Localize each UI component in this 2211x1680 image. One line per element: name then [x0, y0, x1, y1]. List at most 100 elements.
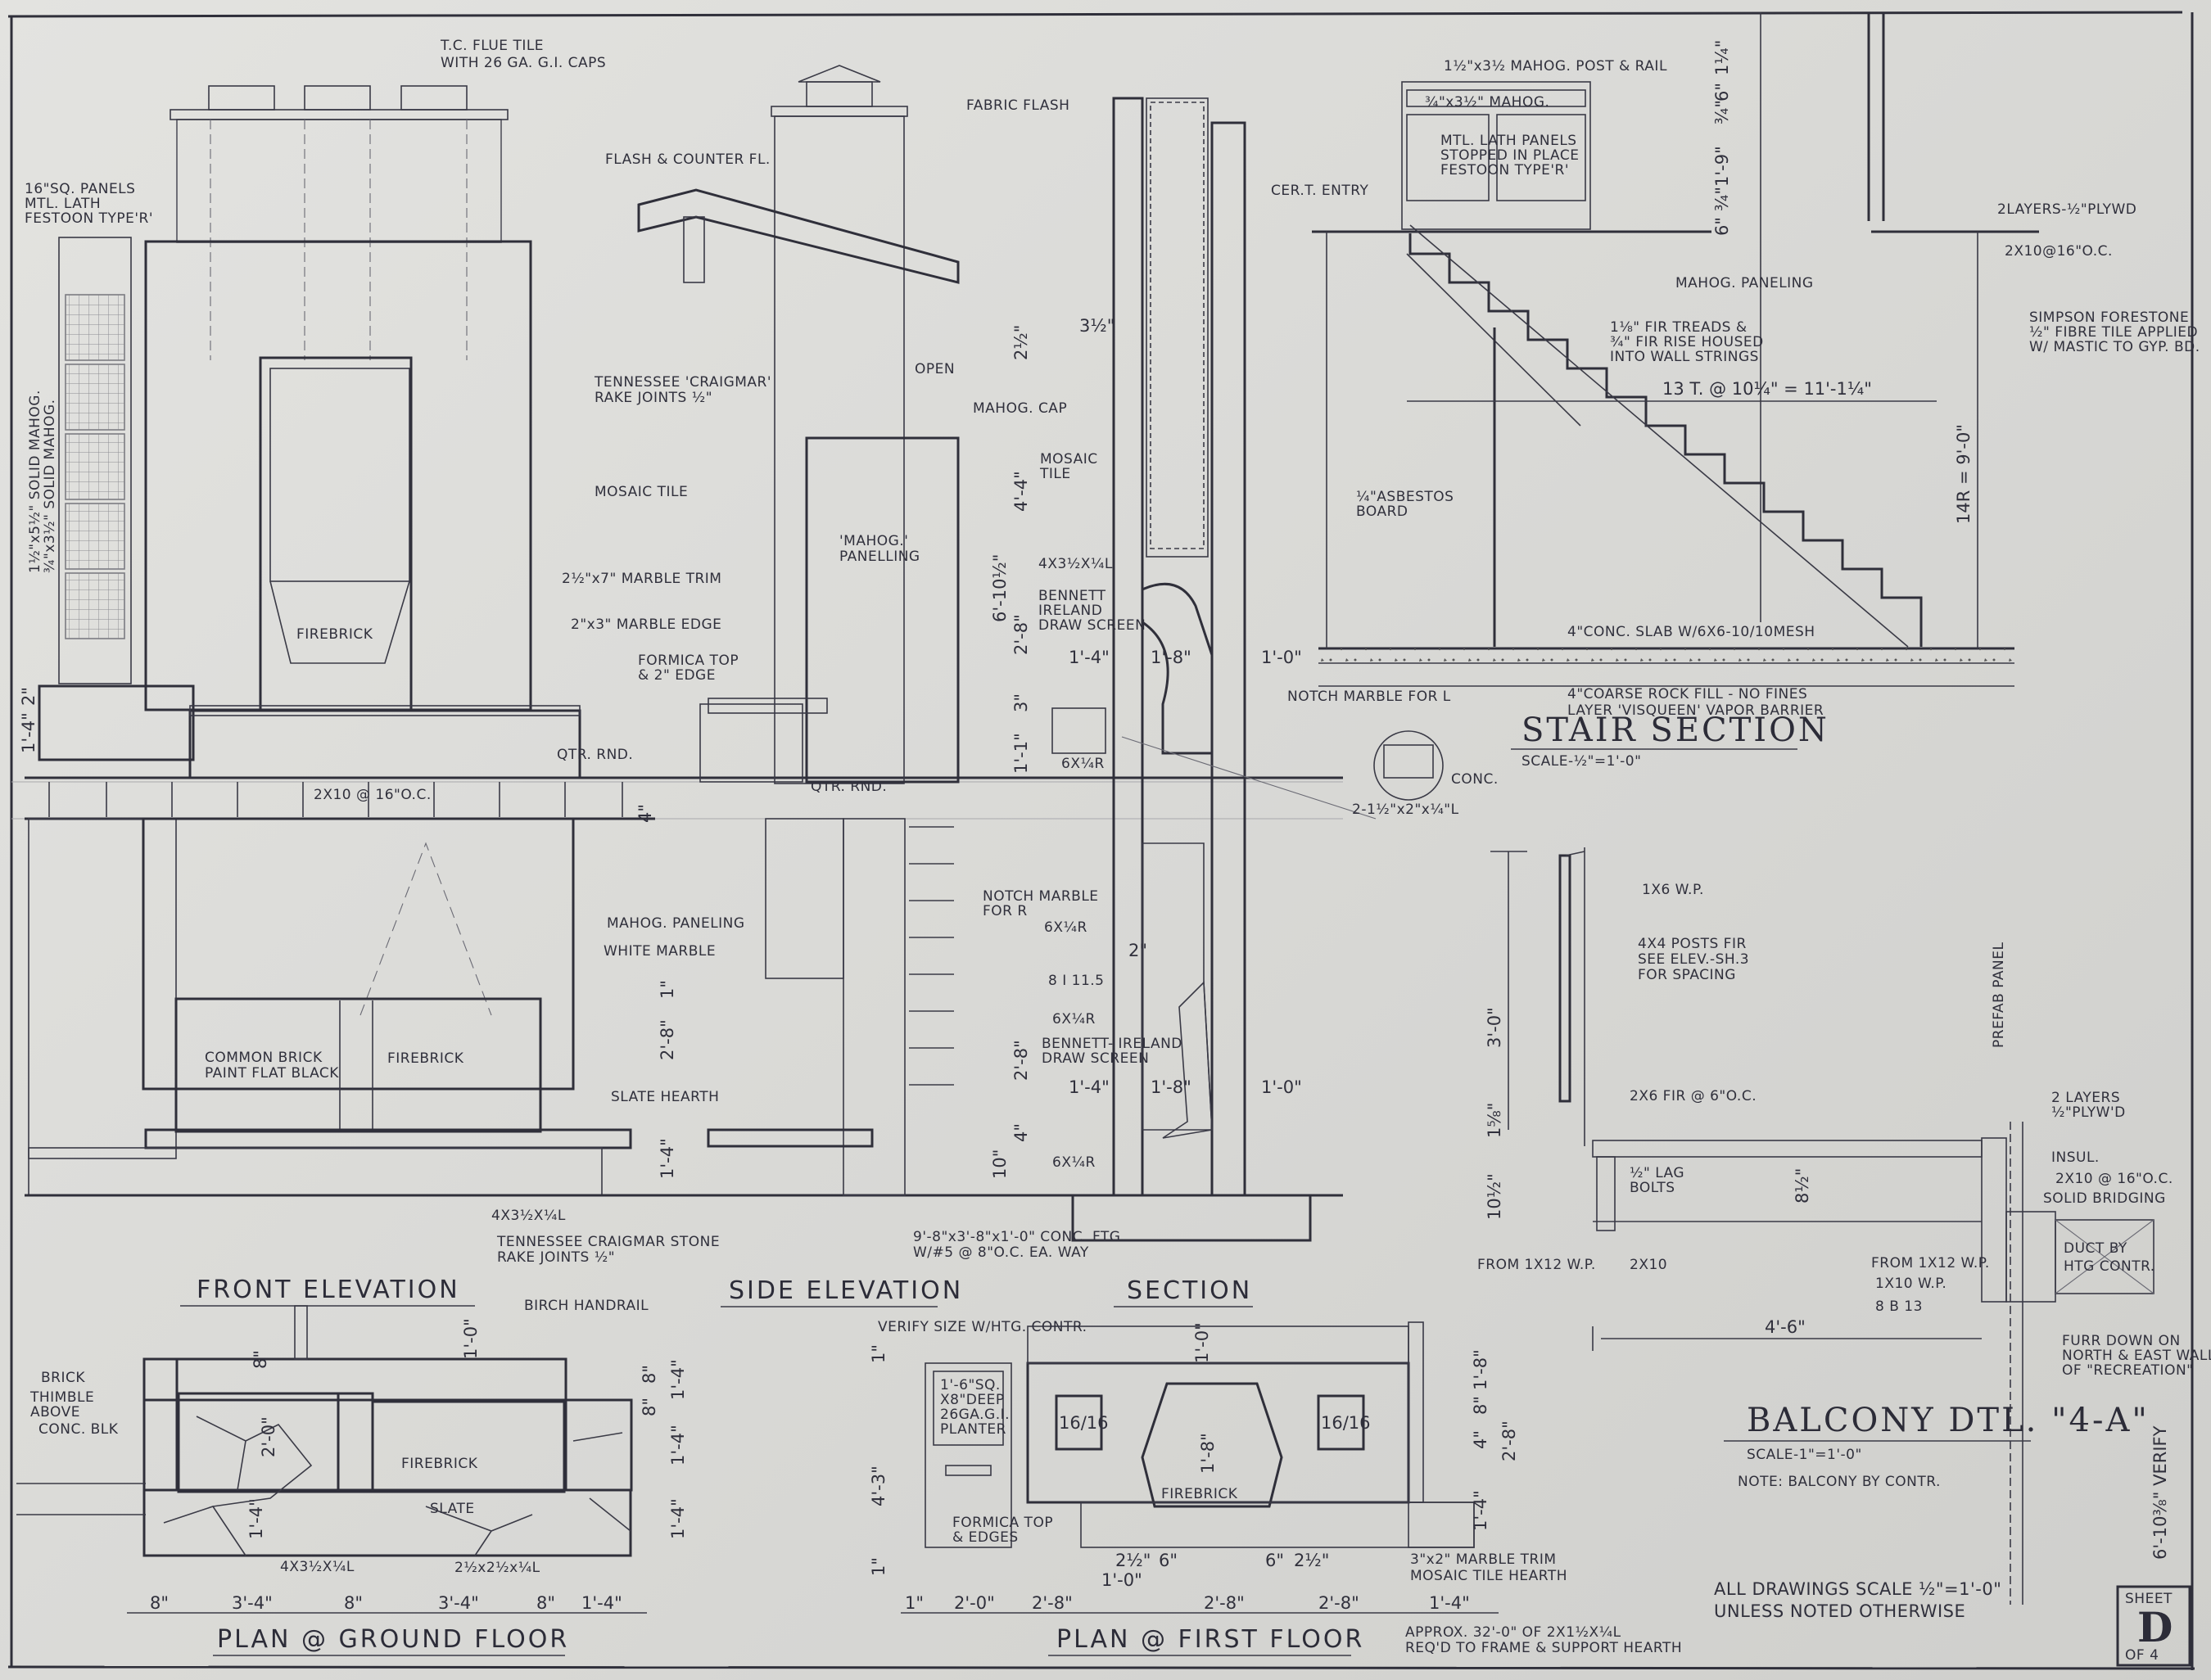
drawing-title: SIDE ELEVATION — [729, 1276, 963, 1305]
note: UNLESS NOTED OTHERWISE — [1714, 1601, 1965, 1621]
note: MOSAIC TILE — [595, 484, 688, 500]
note: W/ MASTIC TO GYP. BD. — [2029, 339, 2200, 355]
note: BIRCH HANDRAIL — [524, 1298, 649, 1314]
note: 8 I 11.5 — [1048, 973, 1105, 989]
note: PAINT FLAT BLACK — [205, 1065, 339, 1082]
note: FOR SPACING — [1638, 967, 1736, 983]
dimension: 8" — [344, 1593, 363, 1613]
dimension: 1'-8" — [1198, 1433, 1218, 1474]
note: STOPPED IN PLACE — [1440, 147, 1579, 164]
stair-section-notes: 1½"x3½ MAHOG. POST & RAIL ¾"x3½" MAHOG. … — [1271, 40, 2200, 770]
note: ½" LAG — [1630, 1165, 1684, 1181]
drawing-scale: SCALE-1"=1'-0" — [1747, 1447, 1862, 1463]
dimension: 1'-1" — [1011, 733, 1031, 774]
note: DRAW SCREEN — [1042, 1050, 1149, 1067]
note: 2 LAYERS — [2051, 1090, 2120, 1106]
dimension: 1'-0" — [1261, 1077, 1302, 1097]
note: 4X3½X¼L — [491, 1208, 566, 1224]
dimension: 2'-8" — [1499, 1420, 1519, 1461]
dimension: 8" — [251, 1350, 270, 1369]
dimension: 2'-8" — [1011, 614, 1031, 655]
note: RAKE JOINTS ½" — [497, 1249, 615, 1266]
dimension: 1'-4" — [668, 1498, 688, 1539]
dimension: 6" — [1265, 1551, 1284, 1570]
dimension: 6" — [1712, 217, 1732, 236]
note: 6X¼R — [1052, 1011, 1096, 1027]
note: OF "RECREATION" — [2062, 1362, 2193, 1379]
dimension: 1'-8" — [1151, 648, 1191, 667]
note: X8"DEEP — [940, 1392, 1005, 1408]
dimension: 3½" — [1079, 316, 1115, 336]
note: 2½x2½x¼L — [454, 1560, 540, 1576]
flue-size: 16/16 — [1321, 1413, 1371, 1433]
dimension: 6" — [1159, 1551, 1178, 1570]
note: 8 B 13 — [1875, 1298, 1923, 1315]
dimension: 1'-0" — [1101, 1570, 1142, 1590]
note: NOTCH MARBLE — [983, 888, 1099, 905]
dimension: 4" — [635, 804, 655, 823]
note: MOSAIC — [1040, 451, 1098, 467]
note: PREFAB PANEL — [1991, 942, 2007, 1048]
front-elevation-notes: T.C. FLUE TILE WITH 26 GA. G.I. CAPS 16"… — [19, 38, 771, 1307]
dimension: 2" — [1128, 941, 1147, 960]
dimension: 1'-4" — [581, 1593, 622, 1613]
note: TILE — [1039, 466, 1071, 482]
dimension: 4" — [1471, 1430, 1490, 1449]
balcony-notes: 1X6 W.P. 4X4 POSTS FIR SEE ELEV.-SH.3 FO… — [1477, 882, 2211, 1560]
note: 2X10 @ 16"O.C. — [2055, 1171, 2173, 1187]
note: RAKE JOINTS ½" — [595, 390, 712, 406]
dimension: 8" — [640, 1398, 659, 1416]
note: CONC. BLK — [38, 1421, 119, 1438]
note: 4"CONC. SLAB W/6X6-10/10MESH — [1567, 624, 1815, 640]
dimension: 1'-4" — [246, 1498, 266, 1539]
note: MAHOG. CAP — [973, 400, 1067, 417]
note: 2-1½"x2"x¼"L — [1352, 802, 1459, 818]
note: FLASH & COUNTER FL. — [605, 151, 771, 168]
note: 4"COARSE ROCK FILL - NO FINES — [1567, 686, 1807, 702]
dimension: ¾" — [1712, 100, 1732, 124]
front-elevation-drawing — [25, 85, 1343, 1197]
note: ¾"x3½" SOLID MAHOG. — [42, 399, 58, 573]
dimension: 2'-8" — [1011, 1040, 1031, 1081]
dimension: 1'-8" — [1471, 1349, 1490, 1390]
side-elevation-drawing — [637, 65, 960, 1196]
flue-size: 16/16 — [1059, 1413, 1109, 1433]
note: 2X10 @ 16"O.C. — [314, 787, 432, 803]
note: 16"SQ. PANELS — [25, 181, 135, 197]
drawing-title: PLAN @ FIRST FLOOR — [1056, 1625, 1364, 1654]
dimension: 3'-4" — [232, 1593, 273, 1613]
note: NOTCH MARBLE FOR L — [1287, 689, 1451, 705]
note: INSUL. — [2051, 1149, 2100, 1166]
note: PANELLING — [839, 549, 920, 565]
section-notes: FABRIC FLASH MOSAIC TILE 4X3½X¼L BENNETT… — [913, 97, 1498, 1307]
note: 2LAYERS-½"PLYWD — [1997, 201, 2136, 218]
note: 2X6 FIR @ 6"O.C. — [1630, 1088, 1757, 1104]
dimension: 14R = 9'-0" — [1954, 424, 1974, 524]
dimension: 1'-0" — [1261, 648, 1302, 667]
drawing-title: FRONT ELEVATION — [197, 1276, 460, 1304]
note: DRAW SCREEN — [1038, 617, 1146, 634]
note: FIREBRICK — [387, 1050, 464, 1067]
note: INTO WALL STRINGS — [1610, 349, 1759, 365]
dimension: 2'-8" — [1204, 1593, 1245, 1613]
note: T.C. FLUE TILE — [440, 38, 544, 54]
note: TENNESSEE CRAIGMAR STONE — [496, 1234, 720, 1250]
note: REQ'D TO FRAME & SUPPORT HEARTH — [1405, 1640, 1682, 1656]
note: FIREBRICK — [1161, 1486, 1238, 1502]
dimension: 6" — [1712, 83, 1732, 102]
dimension: 1'-4" — [1069, 1077, 1110, 1097]
dimension: 2" — [19, 687, 38, 706]
note: ¾" FIR RISE HOUSED — [1610, 334, 1764, 350]
note: 26GA.G.I. — [940, 1407, 1010, 1423]
dimension: 8" — [150, 1593, 169, 1613]
note: QTR. RND. — [811, 779, 887, 795]
dimension: 8" — [640, 1365, 659, 1384]
balcony-detail-drawing — [1490, 847, 2154, 1605]
dimension: 2½" — [1115, 1551, 1151, 1570]
note: FIREBRICK — [296, 626, 373, 643]
note: 2"x3" MARBLE EDGE — [571, 616, 721, 633]
note: 1⅛" FIR TREADS & — [1610, 319, 1748, 336]
note: & 2" EDGE — [638, 667, 716, 684]
